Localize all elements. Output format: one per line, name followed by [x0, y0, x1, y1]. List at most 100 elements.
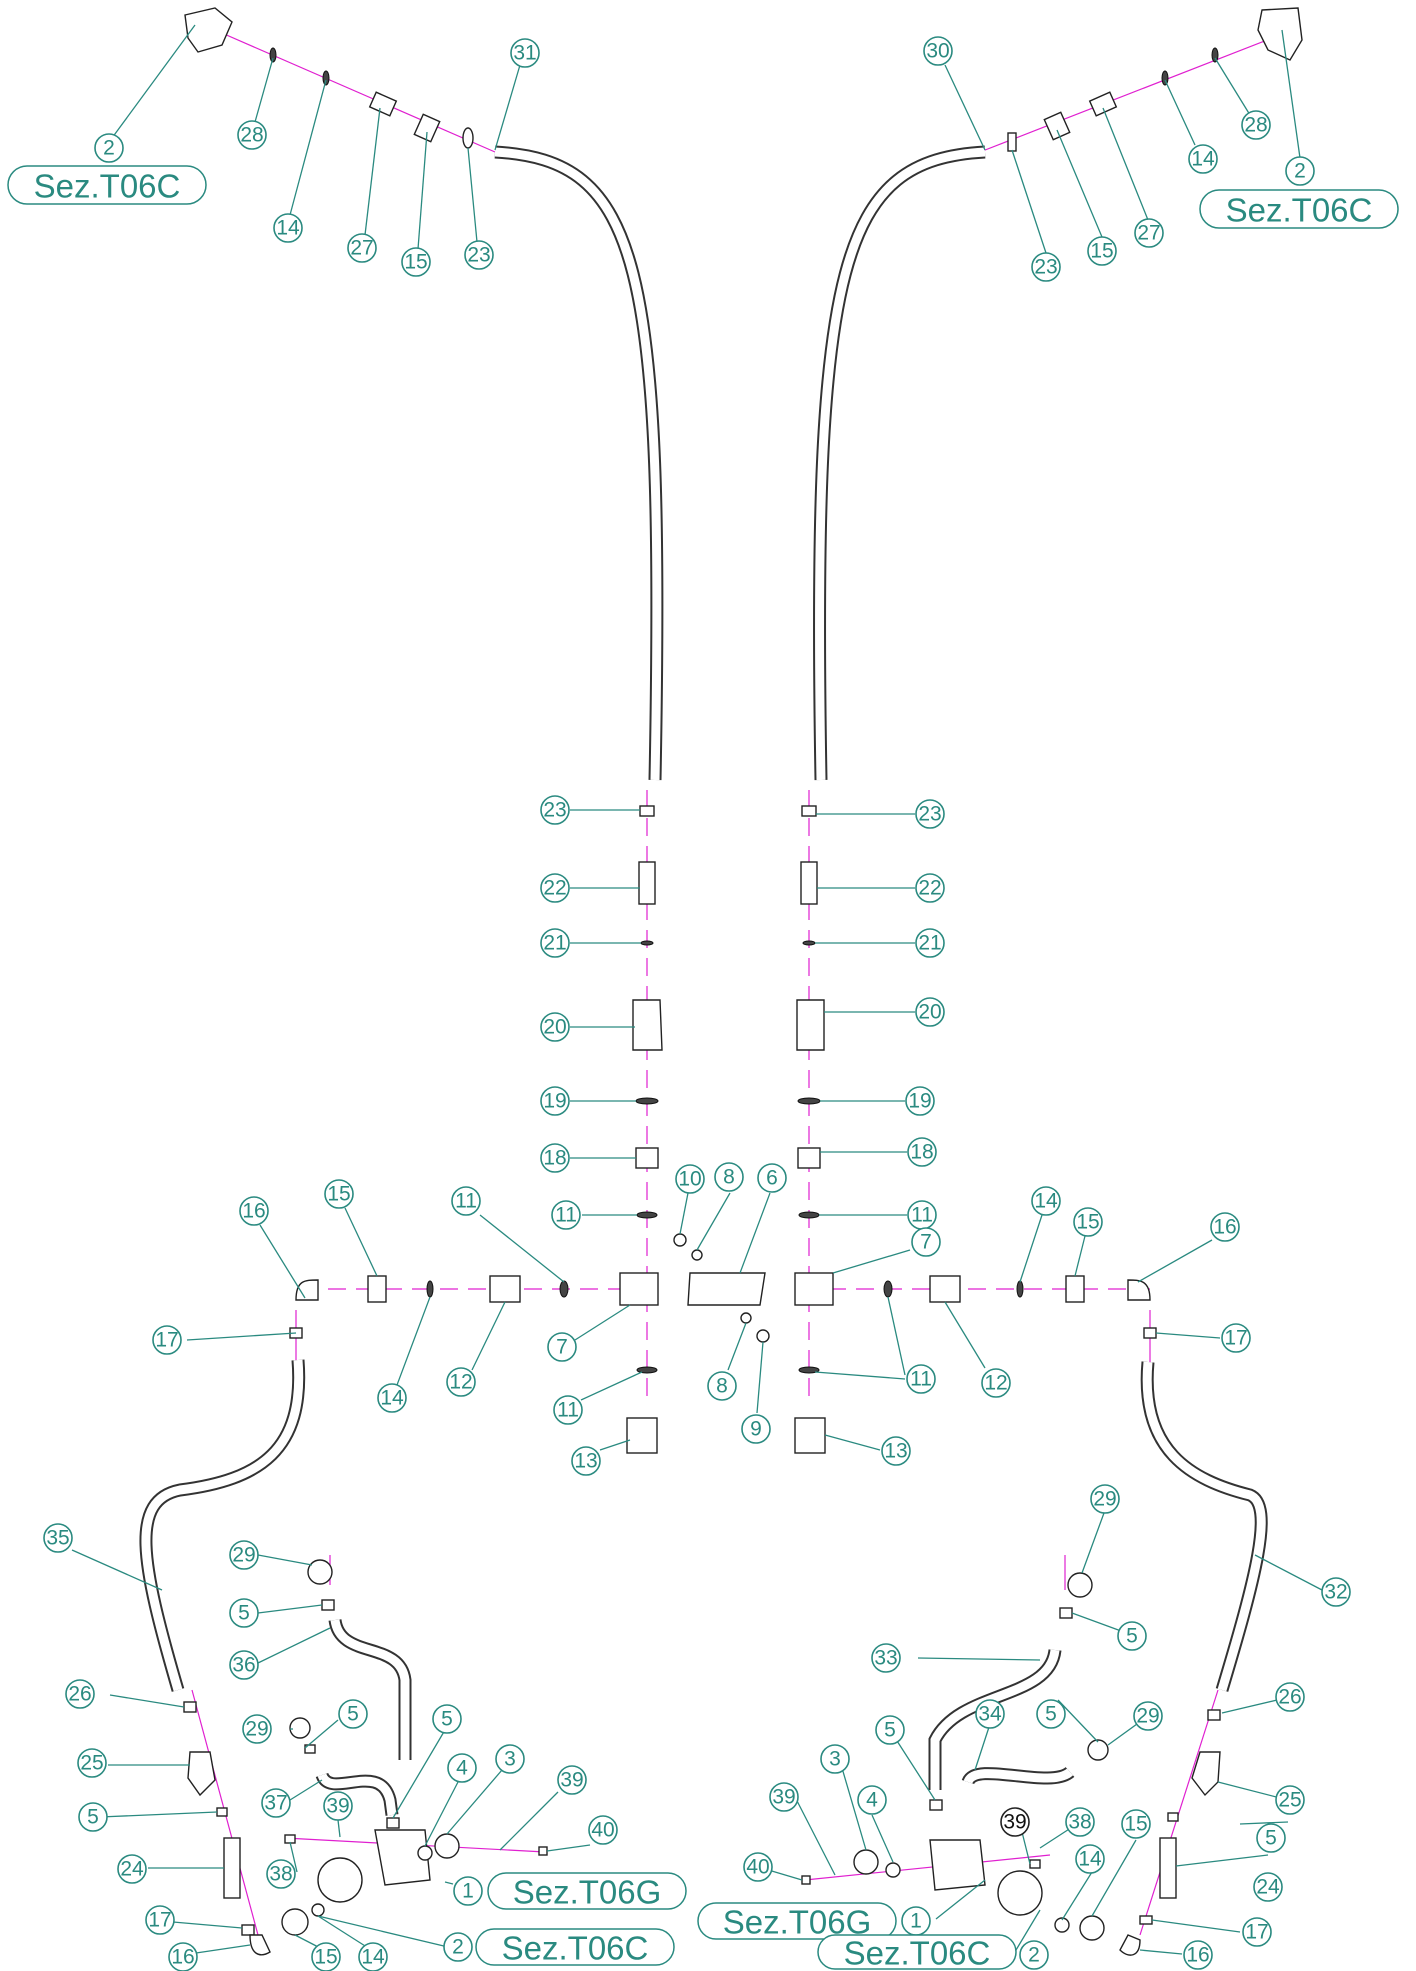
- callout-17: 17: [145, 1905, 175, 1935]
- svg-text:4: 4: [456, 1757, 468, 1780]
- svg-text:5: 5: [441, 1708, 453, 1731]
- ring-nut-15-tr: [1043, 111, 1071, 141]
- svg-text:14: 14: [380, 1387, 404, 1410]
- svg-text:40: 40: [746, 1856, 769, 1879]
- adapter-13-ml: [626, 1417, 658, 1454]
- callout-2: 2: [1019, 1940, 1049, 1970]
- elbow-16-mr: [1127, 1279, 1151, 1301]
- callout-15: 15: [1121, 1809, 1151, 1839]
- svg-text:24: 24: [120, 1858, 144, 1881]
- svg-text:31: 31: [513, 42, 536, 65]
- section-ref-t06c-bottom-left[interactable]: Sez.T06C: [475, 1928, 675, 1967]
- svg-text:17: 17: [1224, 1327, 1247, 1350]
- svg-text:6: 6: [766, 1167, 778, 1190]
- tee-7-ml: [619, 1272, 659, 1306]
- callout-39: 39: [1000, 1807, 1030, 1837]
- section-ref-t06g-bottom-right[interactable]: Sez.T06G: [697, 1902, 897, 1941]
- callout-29: 29: [1090, 1484, 1120, 1514]
- callout-37: 37: [261, 1788, 291, 1818]
- svg-text:11: 11: [555, 1204, 577, 1227]
- callout-38: 38: [266, 1859, 296, 1889]
- svg-text:14: 14: [1078, 1848, 1102, 1871]
- ring-nut-15-ml: [367, 1275, 387, 1303]
- tee-7-mr: [794, 1272, 834, 1306]
- cap-29-br: [1087, 1739, 1109, 1761]
- svg-text:Sez.T06C: Sez.T06C: [34, 168, 181, 205]
- svg-text:15: 15: [314, 1946, 337, 1969]
- callout-8: 8: [707, 1371, 737, 1401]
- callout-40: 40: [588, 1815, 618, 1845]
- callout-11: 11: [906, 1364, 936, 1394]
- bracket-6: [687, 1272, 766, 1306]
- svg-text:17: 17: [155, 1329, 178, 1352]
- svg-text:Sez.T06C: Sez.T06C: [844, 1935, 991, 1971]
- svg-text:22: 22: [918, 877, 941, 900]
- svg-text:13: 13: [574, 1450, 597, 1473]
- callout-14: 14: [358, 1942, 388, 1971]
- valve-25-br: [1191, 1751, 1221, 1797]
- section-ref-t06g-bottom-left[interactable]: Sez.T06G: [487, 1872, 687, 1911]
- section-ref-t06c-top-right[interactable]: Sez.T06C: [1199, 189, 1399, 229]
- svg-text:Sez.T06C: Sez.T06C: [1226, 192, 1373, 229]
- callout-30: 30: [923, 36, 953, 66]
- callout-3: 3: [820, 1744, 850, 1774]
- callout-16: 16: [1210, 1212, 1240, 1242]
- svg-text:18: 18: [543, 1147, 566, 1170]
- hose-24-right: [1159, 1837, 1177, 1899]
- svg-text:35: 35: [46, 1527, 69, 1550]
- svg-text:39: 39: [1003, 1811, 1026, 1834]
- svg-text:33: 33: [874, 1647, 897, 1670]
- callout-31: 31: [510, 38, 540, 68]
- callout-7: 7: [547, 1332, 577, 1362]
- filter-20-mr: [796, 999, 825, 1051]
- callout-33: 33: [871, 1643, 901, 1673]
- callout-2: 2: [94, 133, 124, 163]
- svg-text:15: 15: [1090, 240, 1113, 263]
- callout-39: 39: [557, 1765, 587, 1795]
- svg-text:39: 39: [560, 1769, 583, 1792]
- svg-text:8: 8: [716, 1375, 728, 1398]
- callout-2: 2: [1285, 156, 1315, 186]
- svg-text:8: 8: [723, 1166, 735, 1189]
- callout-23: 23: [464, 240, 494, 270]
- svg-text:39: 39: [326, 1795, 349, 1818]
- svg-text:5: 5: [1126, 1625, 1138, 1648]
- gauge-bl: [317, 1857, 363, 1903]
- callout-7: 7: [911, 1227, 941, 1257]
- svg-text:20: 20: [918, 1001, 941, 1024]
- callout-9: 9: [741, 1414, 771, 1444]
- svg-text:25: 25: [80, 1752, 103, 1775]
- callout-17: 17: [1242, 1917, 1272, 1947]
- svg-text:11: 11: [910, 1368, 932, 1391]
- cap-29-bl-top: [307, 1559, 333, 1585]
- filter-20-ml: [632, 999, 663, 1051]
- svg-text:36: 36: [232, 1654, 255, 1677]
- hose-tail-22-mr: [800, 861, 818, 905]
- svg-text:38: 38: [269, 1863, 292, 1886]
- elbow-16-bl: [249, 1934, 271, 1956]
- svg-text:25: 25: [1278, 1789, 1301, 1812]
- svg-text:15: 15: [404, 251, 427, 274]
- section-ref-t06c-bottom-right[interactable]: Sez.T06C: [817, 1934, 1017, 1971]
- callout-23: 23: [915, 799, 945, 829]
- cap-29-bl: [289, 1717, 311, 1739]
- callout-5: 5: [432, 1704, 462, 1734]
- svg-text:12: 12: [984, 1372, 1007, 1395]
- callout-5: 5: [78, 1802, 108, 1832]
- callout-15: 15: [311, 1942, 341, 1971]
- svg-text:32: 32: [1324, 1581, 1347, 1604]
- svg-text:24: 24: [1256, 1876, 1280, 1899]
- callout-17: 17: [1221, 1323, 1251, 1353]
- svg-text:27: 27: [350, 237, 373, 260]
- callout-1: 1: [901, 1906, 931, 1936]
- svg-text:23: 23: [467, 244, 490, 267]
- callout-38: 38: [1065, 1807, 1095, 1837]
- svg-text:23: 23: [543, 799, 566, 822]
- callout-3: 3: [495, 1744, 525, 1774]
- section-ref-t06c-top-left[interactable]: Sez.T06C: [7, 165, 207, 205]
- callout-29: 29: [229, 1540, 259, 1570]
- svg-text:22: 22: [543, 877, 566, 900]
- svg-text:19: 19: [543, 1090, 566, 1113]
- callout-27: 27: [347, 233, 377, 263]
- svg-text:14: 14: [276, 217, 300, 240]
